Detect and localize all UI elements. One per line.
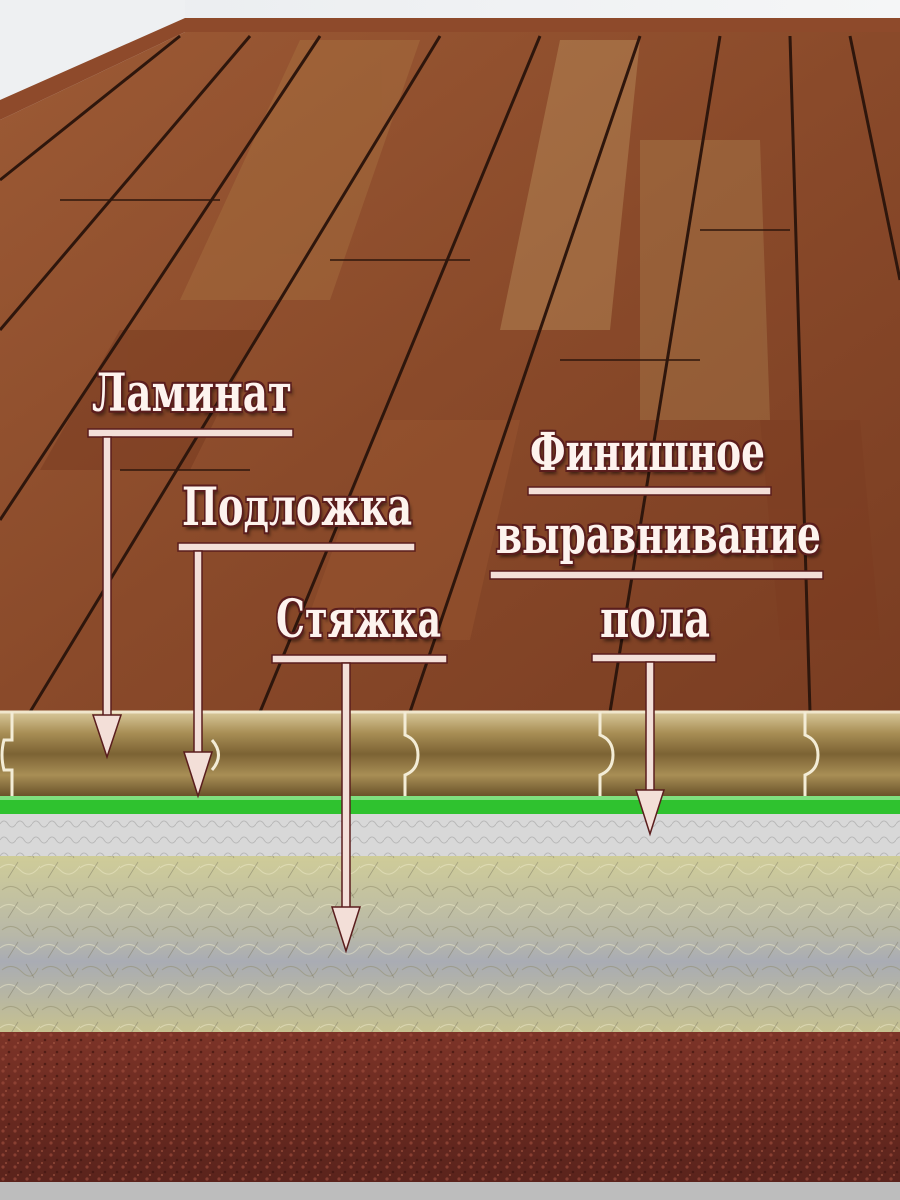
arrow-screed: [330, 662, 362, 954]
underlay-highlight: [0, 796, 900, 800]
floor-plank-seams: [0, 34, 900, 713]
arrow-laminate: [91, 436, 123, 760]
board-joints: [0, 712, 820, 796]
underlay-layer: [0, 796, 900, 814]
underline-finish-1: [527, 486, 772, 496]
bottom-strip: [0, 1182, 900, 1200]
label-finish-line1: Финишное: [530, 422, 765, 483]
label-laminate: Ламинат: [92, 363, 293, 424]
screed-texture: [0, 856, 900, 1032]
underline-screed: [271, 654, 448, 664]
label-underlay: Подложка: [182, 477, 413, 538]
label-underlines: [87, 428, 824, 664]
underline-laminate: [87, 428, 294, 438]
label-screed: Стяжка: [276, 589, 442, 650]
underline-underlay: [177, 542, 416, 552]
pointer-arrows: [91, 436, 666, 954]
baseboard: [0, 18, 900, 120]
label-finish-line3: пола: [600, 589, 711, 650]
laminate-board-profile: [0, 712, 900, 796]
arrow-finish-leveling: [634, 661, 666, 837]
arrow-underlay: [182, 550, 214, 799]
leveling-texture: [0, 814, 900, 856]
underline-finish-3: [591, 653, 717, 663]
label-finish-line2: выравнивание: [496, 505, 821, 566]
laminate-floor-surface: [0, 32, 900, 712]
underline-finish-2: [489, 570, 824, 580]
wall-left: [0, 0, 185, 100]
base-slab-texture: [0, 1032, 900, 1182]
